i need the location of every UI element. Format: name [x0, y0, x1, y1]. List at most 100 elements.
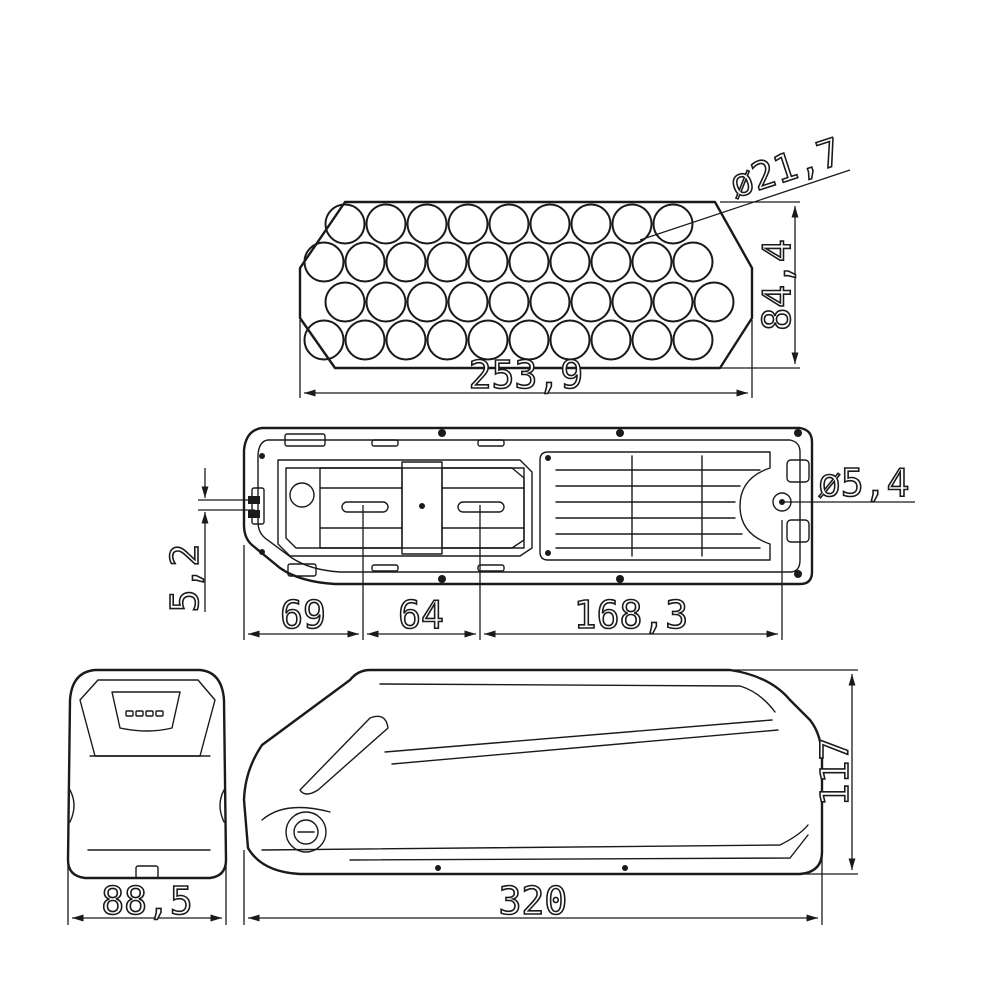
indicator-panel — [111, 691, 181, 732]
total-height-label: 117 — [813, 738, 857, 807]
slot — [477, 439, 505, 447]
battery-cell — [508, 319, 550, 361]
screw — [616, 575, 624, 583]
battery-cell — [611, 281, 653, 323]
connector-socket — [251, 487, 265, 525]
battery-cell — [672, 241, 714, 283]
slot — [477, 564, 505, 572]
pack-height-label: 84,4 — [755, 239, 799, 331]
hole-diameter-label: ø5,4 — [818, 461, 910, 505]
battery-cell — [508, 241, 550, 283]
side-view-body-line — [384, 719, 773, 753]
end-view-outline — [66, 668, 228, 880]
side-view-upper-line — [379, 683, 776, 713]
battery-cell — [549, 241, 591, 283]
vent-panel — [539, 451, 771, 561]
battery-cell — [467, 319, 509, 361]
rail-line — [349, 834, 809, 861]
screw — [259, 549, 265, 555]
connector-pin — [248, 510, 260, 518]
seg-c-label: 168,3 — [574, 593, 688, 637]
battery-cell — [549, 319, 591, 361]
battery-cell — [365, 203, 407, 245]
lock-cylinder — [285, 811, 327, 853]
screw — [438, 575, 446, 583]
screw — [794, 429, 802, 437]
detail-curve — [261, 806, 331, 821]
pack-width-label: 253,9 — [469, 353, 583, 397]
side-view — [242, 668, 824, 876]
cell-diameter-leader — [639, 169, 851, 241]
battery-cell — [426, 319, 468, 361]
side-bulge — [69, 789, 75, 823]
hole-diameter-callout: ø5,4 — [782, 460, 915, 506]
total-length-dimension: 320 — [243, 850, 823, 925]
screw — [435, 865, 441, 871]
battery-cell — [652, 281, 694, 323]
battery-cell — [344, 241, 386, 283]
battery-cell — [570, 281, 612, 323]
side-view-body-line-2 — [391, 729, 779, 765]
battery-cell — [611, 203, 653, 245]
cell-pack-view — [298, 200, 754, 370]
battery-cell — [529, 203, 571, 245]
total-length-label: 320 — [499, 879, 568, 923]
battery-cell — [488, 203, 530, 245]
battery-cell — [344, 319, 386, 361]
offset-dimension: 5,2 — [162, 468, 255, 613]
battery-cell — [672, 319, 714, 361]
screw — [545, 455, 551, 461]
battery-cell — [590, 241, 632, 283]
end-width-label: 88,5 — [101, 879, 193, 923]
battery-cell — [631, 319, 673, 361]
holder-block-left — [319, 467, 403, 549]
side-bulge — [219, 789, 225, 823]
battery-cell — [303, 319, 345, 361]
holder-block-right — [441, 467, 525, 549]
end-connector — [135, 865, 159, 879]
battery-cell — [529, 281, 571, 323]
offset-label: 5,2 — [163, 544, 207, 613]
battery-cell — [447, 203, 489, 245]
battery-cell — [324, 281, 366, 323]
battery-cell — [324, 203, 366, 245]
pack-width-dimension: 253,9 — [299, 320, 753, 398]
cell-diameter-label: ø21,7 — [724, 129, 846, 206]
pack-height-dimension: 84,4 — [720, 201, 800, 369]
slot — [371, 564, 399, 572]
vent-slots — [555, 455, 761, 557]
battery-cell — [467, 241, 509, 283]
terminal-bottom — [786, 519, 810, 543]
battery-cell — [365, 281, 407, 323]
cell-diameter-callout: ø21,7 — [639, 129, 851, 241]
battery-cell — [590, 319, 632, 361]
battery-cell — [652, 203, 694, 245]
left-bracket-inner — [285, 467, 525, 549]
bottom-plan-view — [242, 426, 814, 586]
segment-dimensions: 69 64 168,3 — [243, 505, 783, 640]
battery-cell — [631, 241, 673, 283]
indicator-leds — [125, 710, 164, 717]
end-view — [66, 668, 228, 880]
screw — [622, 865, 628, 871]
battery-cell — [385, 241, 427, 283]
battery-cell — [406, 281, 448, 323]
battery-cell — [447, 281, 489, 323]
latch-bottom — [287, 563, 317, 577]
battery-cell — [385, 319, 427, 361]
battery-cell — [426, 241, 468, 283]
screw — [259, 453, 265, 459]
battery-cell — [488, 281, 530, 323]
slot — [371, 439, 399, 447]
left-bracket — [277, 459, 533, 557]
lock-keyhole — [293, 819, 319, 845]
housing-outline — [242, 426, 814, 586]
total-height-dimension: 117 — [730, 669, 858, 875]
screw — [616, 429, 624, 437]
battery-cell — [303, 241, 345, 283]
side-view-lower-line — [261, 824, 809, 851]
cell-grid — [303, 203, 735, 361]
screw — [794, 570, 802, 578]
handle-recess — [299, 715, 389, 795]
